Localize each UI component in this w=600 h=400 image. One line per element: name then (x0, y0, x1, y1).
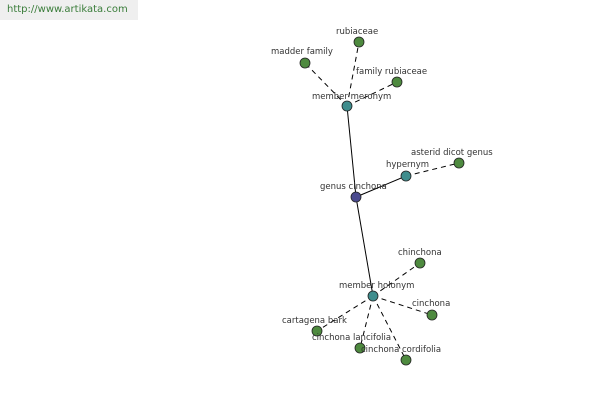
label-hyp: hypernym (386, 160, 429, 170)
node-mh[interactable] (367, 290, 379, 302)
label-cinch: cinchona (412, 299, 450, 309)
label-mh: member holonym (339, 281, 414, 291)
label-chinch: chinchona (398, 248, 442, 258)
edge-mh-cart (316, 295, 374, 332)
node-famrub[interactable] (391, 76, 403, 88)
node-rub[interactable] (353, 36, 365, 48)
node-mad[interactable] (299, 57, 311, 69)
edge-root-mm (346, 105, 357, 198)
label-famrub: family rubiaceae (356, 67, 427, 77)
node-cinch[interactable] (426, 309, 438, 321)
node-lanc[interactable] (354, 342, 366, 354)
label-cart: cartagena bark (282, 316, 347, 326)
watermark-url: http://www.artikata.com (0, 0, 138, 20)
label-cord: cinchona cordifolia (361, 345, 441, 355)
node-ast[interactable] (453, 157, 465, 169)
label-rub: rubiaceae (336, 27, 378, 37)
nodes-layer (299, 36, 465, 366)
node-cart[interactable] (311, 325, 323, 337)
edge-hyp-ast (405, 162, 460, 177)
label-lanc: cinchona lancifolia (312, 333, 391, 343)
node-hyp[interactable] (400, 170, 412, 182)
edge-mh-chinch (372, 262, 421, 297)
label-ast: asterid dicot genus (411, 148, 493, 158)
edge-mh-cinch (372, 295, 433, 316)
edge-root-mh (355, 196, 374, 297)
node-root[interactable] (350, 191, 362, 203)
node-chinch[interactable] (414, 257, 426, 269)
edge-mm-mad (304, 62, 348, 107)
node-mm[interactable] (341, 100, 353, 112)
edge-root-hyp (355, 175, 407, 198)
edge-mm-rub (346, 41, 360, 107)
node-cord[interactable] (400, 354, 412, 366)
label-mad: madder family (271, 47, 333, 57)
label-root: genus cinchona (320, 182, 387, 192)
edge-mh-cord (372, 295, 407, 361)
edges-layer (304, 41, 460, 361)
edge-mm-famrub (346, 81, 398, 107)
labels-layer: genus cinchona member meronym hypernym memb… (271, 27, 493, 355)
label-mm: member meronym (312, 92, 391, 102)
